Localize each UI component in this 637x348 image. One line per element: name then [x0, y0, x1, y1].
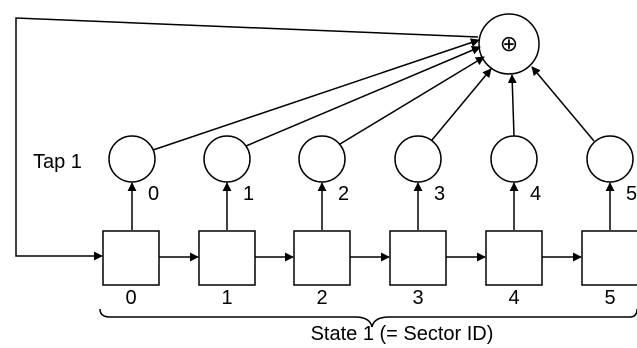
register-index-3: 3 — [412, 287, 423, 309]
register-index-5: 5 — [604, 287, 615, 309]
register-index-4: 4 — [508, 287, 519, 309]
tap-circle-4 — [490, 135, 538, 183]
tap-index-5: 5 — [626, 183, 637, 205]
tap-circles — [108, 135, 634, 183]
tap-line-3 — [431, 68, 492, 141]
state-brace — [99, 308, 637, 328]
cell-to-tap-arrows — [127, 182, 615, 230]
tap-circle-3 — [394, 135, 442, 183]
tap-circle-2 — [298, 135, 346, 183]
register-index-1: 1 — [221, 287, 232, 309]
tap-line-0 — [152, 38, 480, 151]
tap-line-2 — [339, 56, 485, 145]
register-cell-1 — [198, 230, 256, 286]
tap-index-3: 3 — [434, 183, 445, 205]
register-cell-0 — [102, 230, 160, 286]
state-caption: State 1 (= Sector ID) — [311, 323, 494, 345]
tap-line-5 — [531, 66, 595, 142]
register-cell-3 — [389, 230, 447, 286]
tap-to-xor-lines — [152, 38, 595, 151]
xor-symbol: ⊕ — [500, 31, 518, 56]
tap-line-1 — [245, 46, 481, 147]
register-cell-2 — [293, 230, 351, 286]
tap-index-0: 0 — [148, 183, 159, 205]
tap-index-1: 1 — [243, 183, 254, 205]
register-cells — [102, 230, 637, 286]
register-index-0: 0 — [125, 287, 136, 309]
feedback-line — [15, 17, 479, 261]
tap-label: Tap 1 — [33, 151, 82, 173]
register-cell-5 — [581, 230, 637, 286]
tap-line-4 — [507, 74, 517, 137]
tap-circle-5 — [586, 135, 634, 183]
register-cell-4 — [485, 230, 543, 286]
register-index-2: 2 — [316, 287, 327, 309]
tap-circle-1 — [203, 135, 251, 183]
tap-index-2: 2 — [338, 183, 349, 205]
tap-index-4: 4 — [530, 183, 541, 205]
tap-circle-0 — [108, 135, 156, 183]
